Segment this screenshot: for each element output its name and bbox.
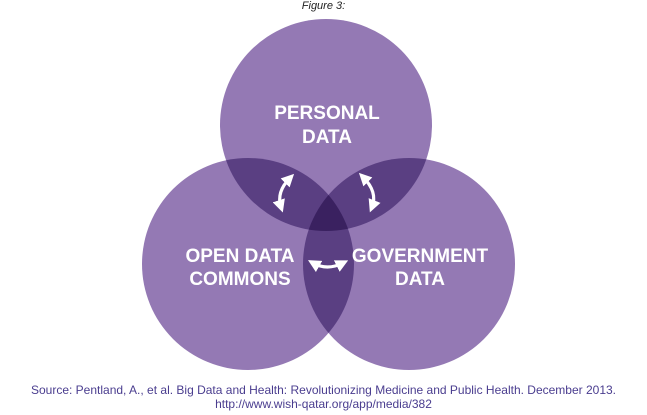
double-arrow-icon xyxy=(307,260,349,273)
figure-label: Figure 3: xyxy=(301,0,346,12)
overlap-personal-government xyxy=(303,158,432,231)
double-arrow-icon xyxy=(272,173,295,213)
label-government-line1: GOVERNMENT xyxy=(352,246,489,267)
double-arrow-icon xyxy=(358,172,381,213)
source-citation: Source: Pentland, A., et al. Big Data an… xyxy=(30,383,616,397)
label-open-line1: OPEN DATA xyxy=(185,246,294,267)
venn-diagram: PERSONAL DATA OPEN DATA COMMONS GOVERNME… xyxy=(142,19,515,370)
source-url: http://www.wish-qatar.org/app/media/382 xyxy=(215,397,432,411)
label-personal-line2: DATA xyxy=(302,127,352,148)
label-open-line2: COMMONS xyxy=(189,269,290,290)
label-government-line2: DATA xyxy=(395,269,445,290)
overlap-personal-open xyxy=(220,158,354,231)
label-personal-line1: PERSONAL xyxy=(274,103,380,124)
